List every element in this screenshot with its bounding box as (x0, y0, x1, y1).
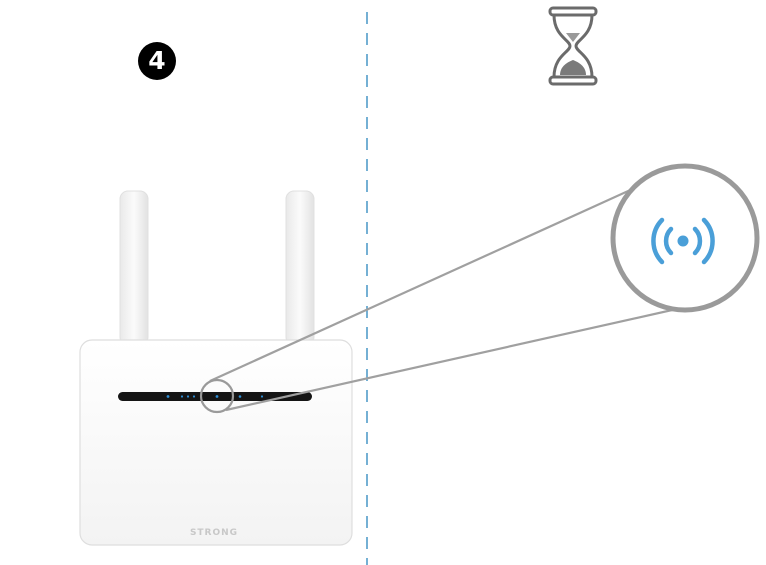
router-body (79, 339, 353, 546)
led-strip (118, 392, 312, 401)
step-number-badge: 4 (138, 42, 176, 80)
router-brand-label: STRONG (189, 528, 239, 538)
highlight-ring (199, 378, 235, 414)
led-indicators (166, 395, 264, 398)
